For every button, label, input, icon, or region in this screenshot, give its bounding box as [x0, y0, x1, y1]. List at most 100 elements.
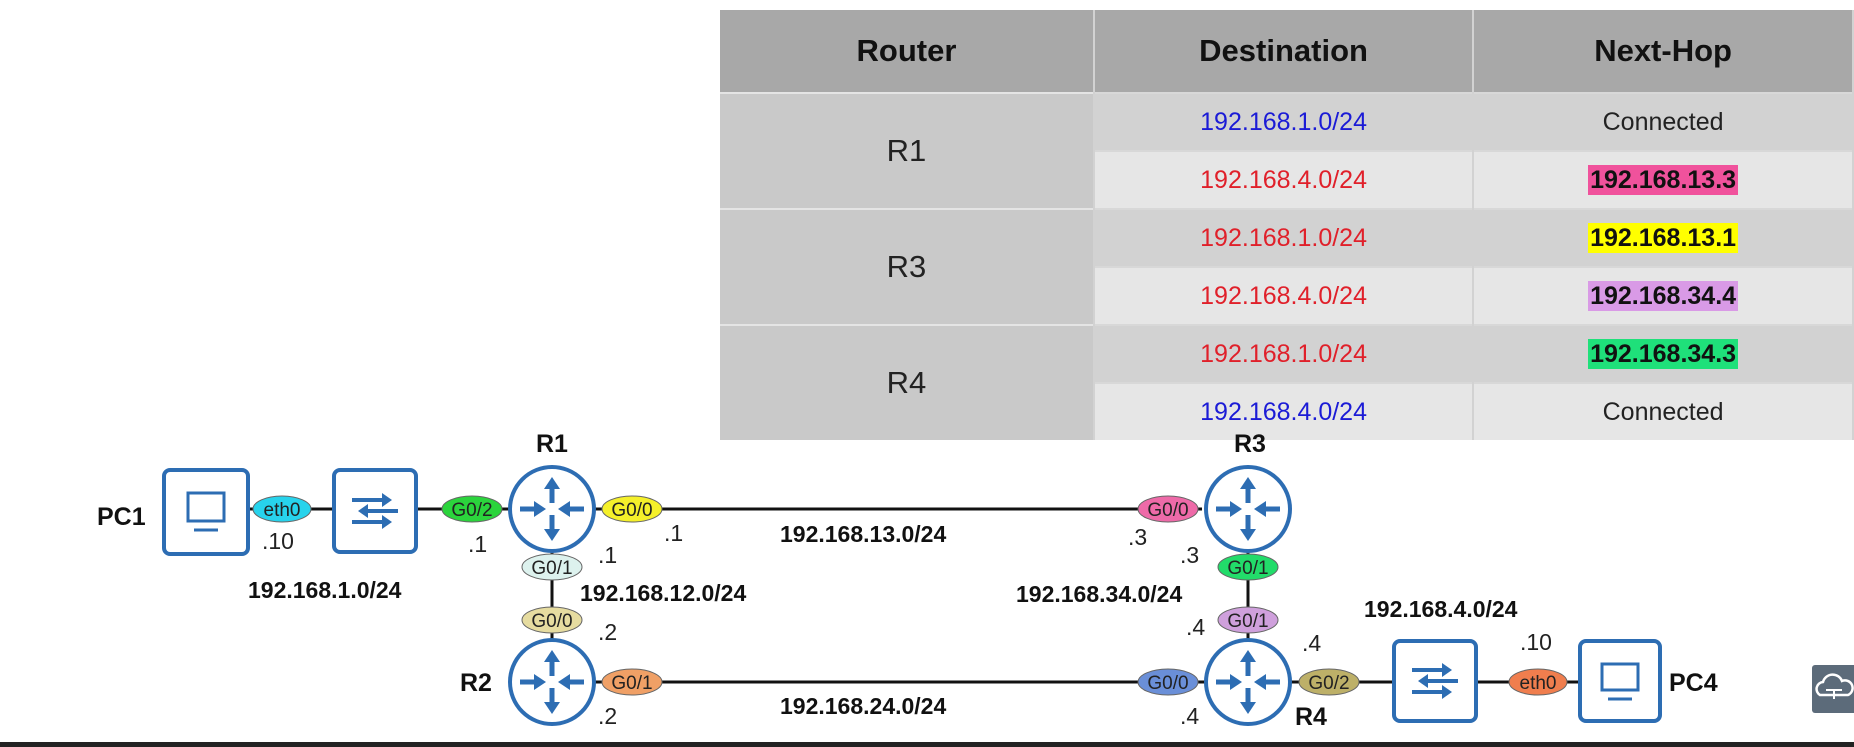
switch-1[interactable] [332, 468, 418, 554]
iface-label: G0/1 [1227, 558, 1268, 579]
net-link34: 192.168.34.0/24 [1016, 581, 1182, 607]
addr-pc4-eth0: .10 [1520, 629, 1552, 655]
cloud-icon [1815, 673, 1854, 699]
iface-label: G0/1 [611, 673, 652, 694]
iface-pc1-eth0[interactable]: eth0 [252, 495, 312, 523]
next-hop-highlight: 192.168.34.4 [1588, 280, 1739, 311]
iface-label: G0/0 [1147, 673, 1188, 694]
r2-label: R2 [460, 669, 492, 697]
addr-r4-g00: .4 [1180, 703, 1199, 729]
bottom-border [0, 742, 1854, 747]
iface-r2-g00[interactable]: G0/0 [521, 606, 583, 634]
pc4-label: PC4 [1669, 669, 1718, 697]
iface-r1-g02[interactable]: G0/2 [441, 495, 503, 523]
router-icon [1216, 477, 1280, 541]
router-cell: R4 [720, 324, 1095, 440]
iface-r2-g01[interactable]: G0/1 [601, 668, 663, 696]
switch-icon [352, 493, 398, 529]
addr-r4-g01: .4 [1186, 614, 1205, 640]
header-destination: Destination [1093, 10, 1475, 93]
iface-label: G0/0 [1147, 500, 1188, 521]
iface-r3-g00[interactable]: G0/0 [1137, 495, 1199, 523]
iface-r4-g02[interactable]: G0/2 [1298, 668, 1360, 696]
net-link13: 192.168.13.0/24 [780, 521, 946, 547]
switch-icon [1412, 663, 1458, 699]
destination-cell: 192.168.4.0/24 [1093, 266, 1475, 325]
router-icon [1216, 650, 1280, 714]
header-router: Router [720, 10, 1095, 93]
iface-r3-g01[interactable]: G0/1 [1217, 553, 1279, 581]
switch-4[interactable] [1392, 639, 1478, 723]
addr-r2-g01: .2 [598, 703, 617, 729]
next-hop-highlight: 192.168.13.1 [1588, 222, 1739, 253]
pc4-device[interactable] [1578, 639, 1662, 723]
addr-r1-g02: .1 [468, 531, 487, 557]
addr-r1-g01: .1 [598, 542, 617, 568]
address-labels: .10 .1 .1 .1 .2 .2 .3 .3 .4 .4 .4 .10 [262, 520, 1552, 729]
next-hop-cell: Connected [1473, 92, 1854, 151]
routers [508, 465, 1292, 726]
iface-r4-g00[interactable]: G0/0 [1137, 668, 1199, 696]
r4-label: R4 [1295, 703, 1327, 731]
cloud-badge[interactable] [1812, 665, 1854, 713]
iface-label: G0/1 [531, 558, 572, 579]
iface-label: eth0 [264, 500, 301, 521]
table-row: 192.168.4.0/24 192.168.34.4 [720, 266, 1854, 325]
r1-router[interactable] [508, 465, 596, 553]
r3-router[interactable] [1204, 465, 1292, 553]
iface-label: G0/2 [1308, 673, 1349, 694]
iface-r1-g00[interactable]: G0/0 [601, 495, 663, 523]
net-link24: 192.168.24.0/24 [780, 693, 946, 719]
network-labels: 192.168.1.0/24 192.168.12.0/24 192.168.1… [248, 521, 1518, 719]
iface-label: G0/1 [1227, 611, 1268, 632]
table-row: 192.168.4.0/24 192.168.13.3 [720, 150, 1854, 209]
net-link12: 192.168.12.0/24 [580, 580, 746, 606]
destination-cell: 192.168.1.0/24 [1093, 92, 1475, 151]
iface-label: G0/0 [611, 500, 652, 521]
r4-router[interactable] [1204, 638, 1292, 726]
next-hop-text: Connected [1602, 397, 1724, 426]
iface-label: G0/2 [451, 500, 492, 521]
iface-pc4-eth0[interactable]: eth0 [1508, 668, 1568, 696]
addr-pc1-eth0: .10 [262, 528, 294, 554]
pc-icon [1600, 662, 1640, 701]
router-cell: R3 [720, 208, 1095, 325]
next-hop-cell: 192.168.13.1 [1473, 208, 1854, 267]
pc1-device[interactable] [162, 468, 250, 556]
iface-r1-g01[interactable]: G0/1 [521, 553, 583, 581]
next-hop-highlight: 192.168.13.3 [1588, 164, 1739, 195]
header-next-hop: Next-Hop [1473, 10, 1854, 93]
iface-label: eth0 [1520, 673, 1557, 694]
addr-r4-g01b: .4 [1302, 630, 1321, 656]
table-header-row: Router Destination Next-Hop [720, 10, 1854, 93]
destination-cell: 192.168.4.0/24 [1093, 150, 1475, 209]
iface-label: G0/0 [531, 611, 572, 632]
addr-r3-g00: .3 [1128, 524, 1147, 550]
net-lan1: 192.168.1.0/24 [248, 577, 402, 603]
router-icon [520, 650, 584, 714]
next-hop-cell: 192.168.34.4 [1473, 266, 1854, 325]
next-hop-text: Connected [1602, 107, 1724, 136]
net-lan4: 192.168.4.0/24 [1364, 596, 1518, 622]
next-hop-cell: Connected [1473, 382, 1854, 440]
router-cell: R1 [720, 92, 1095, 209]
iface-r4-g01[interactable]: G0/1 [1217, 606, 1279, 634]
r1-label: R1 [536, 430, 568, 458]
addr-r2-g00: .2 [598, 619, 617, 645]
destination-cell: 192.168.1.0/24 [1093, 324, 1475, 383]
next-hop-cell: 192.168.34.3 [1473, 324, 1854, 383]
next-hop-highlight: 192.168.34.3 [1588, 338, 1739, 369]
pc1-label: PC1 [97, 503, 146, 531]
r2-router[interactable] [508, 638, 596, 726]
router-icon [520, 477, 584, 541]
addr-r1-g00: .1 [664, 520, 683, 546]
next-hop-cell: 192.168.13.3 [1473, 150, 1854, 209]
